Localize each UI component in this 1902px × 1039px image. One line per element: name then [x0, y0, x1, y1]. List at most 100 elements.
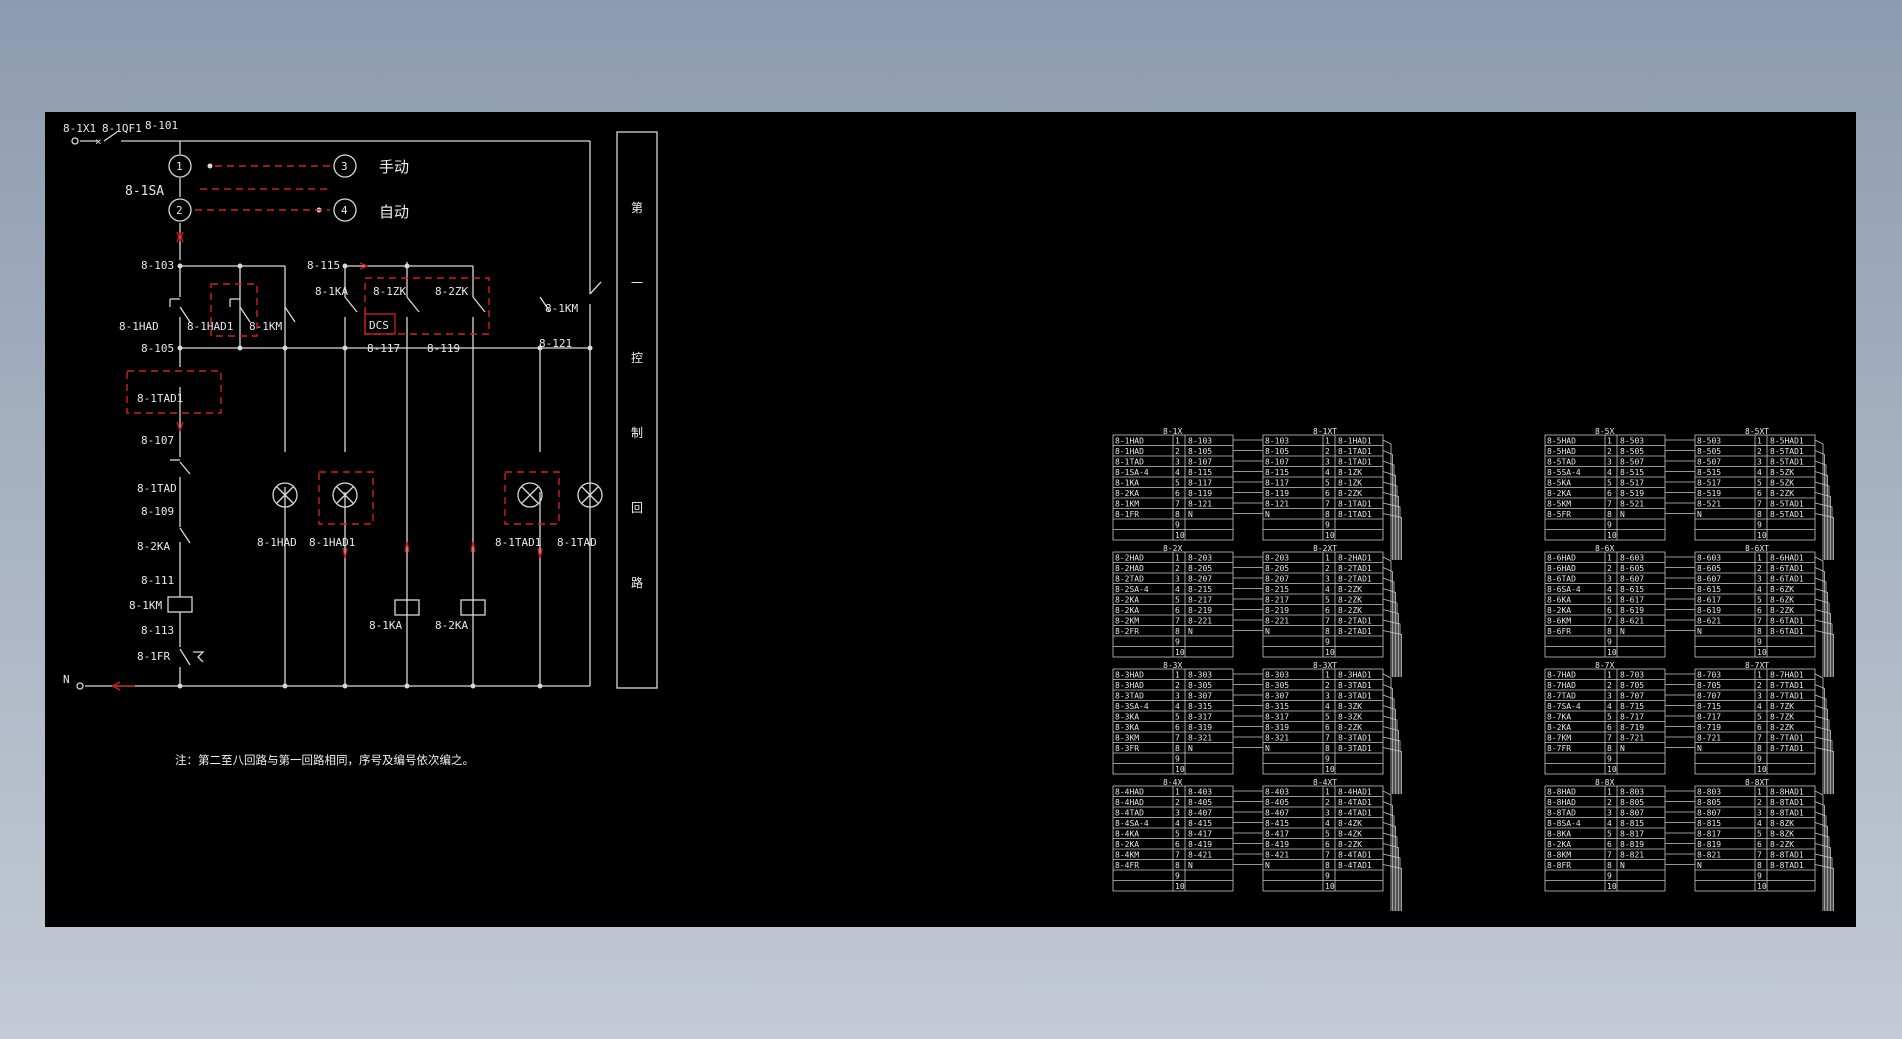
- contact-8-1km-right: 8-1KM: [545, 302, 578, 315]
- cell-wire: 8-8TAD1: [1770, 851, 1804, 860]
- contact-8-2zk: 8-2ZK: [435, 285, 468, 298]
- cell-terminal-no: 10: [1175, 648, 1185, 657]
- cell-terminal-no: 7: [1607, 617, 1612, 626]
- cell-wire: 8-515: [1620, 468, 1644, 477]
- cell-terminal-no: 3: [1607, 458, 1612, 467]
- label-8-101: 8-101: [145, 119, 178, 132]
- cell-wire: 8-621: [1620, 617, 1644, 626]
- cell-terminal-no: 7: [1325, 851, 1330, 860]
- cell-device: 8-317: [1265, 713, 1289, 722]
- cell-terminal-no: 3: [1325, 575, 1330, 584]
- cable-line: [1814, 811, 1827, 911]
- cell-wire: 8-507: [1620, 458, 1644, 467]
- cell-terminal-no: 9: [1175, 755, 1180, 764]
- cell-terminal-no: 10: [1325, 531, 1335, 540]
- cell-wire: N: [1620, 861, 1625, 870]
- cell-wire: N: [1188, 744, 1193, 753]
- cell-terminal-no: 10: [1757, 648, 1767, 657]
- cell-wire: 8-107: [1188, 458, 1212, 467]
- cable-line: [1814, 715, 1830, 794]
- cell-device: 8-2SA-4: [1115, 585, 1149, 594]
- cable-line: [1382, 747, 1402, 794]
- cell-device: 8-1FR: [1115, 510, 1139, 519]
- x-mark: ×: [95, 135, 102, 148]
- cable-line: [1382, 609, 1399, 677]
- cell-terminal-no: 10: [1325, 765, 1335, 774]
- cell-device: 8-719: [1697, 723, 1721, 732]
- cell-terminal-no: 5: [1757, 596, 1762, 605]
- cell-terminal-no: 6: [1175, 840, 1180, 849]
- cell-terminal-no: 6: [1757, 489, 1762, 498]
- cell-wire: 8-807: [1620, 809, 1644, 818]
- cell-terminal-no: 7: [1757, 500, 1762, 509]
- cell-wire: 8-715: [1620, 702, 1644, 711]
- cable-line: [1814, 790, 1824, 911]
- cable-line: [1814, 630, 1834, 677]
- wire-8-119: 8-119: [427, 342, 460, 355]
- cell-terminal-no: 8: [1325, 744, 1330, 753]
- cell-terminal-no: 2: [1757, 564, 1762, 573]
- cell-terminal-no: 10: [1757, 531, 1767, 540]
- cell-terminal-no: 2: [1175, 447, 1180, 456]
- cell-wire: 8-2ZK: [1338, 840, 1362, 849]
- cell-terminal-no: 5: [1757, 479, 1762, 488]
- cell-wire: 8-703: [1620, 671, 1644, 680]
- cell-terminal-no: 3: [1325, 809, 1330, 818]
- cell-device: 8-403: [1265, 788, 1289, 797]
- cell-terminal-no: 6: [1175, 723, 1180, 732]
- lamp-8-1had1: 8-1HAD1: [309, 536, 355, 549]
- drawing-canvas[interactable]: ×: [45, 112, 1856, 927]
- lamp-8-1tad1: 8-1TAD1: [495, 536, 541, 549]
- label-pos-2: 2: [176, 204, 183, 217]
- cell-device: 8-819: [1697, 840, 1721, 849]
- cell-terminal-no: 7: [1175, 617, 1180, 626]
- cell-wire: 8-6TAD1: [1770, 575, 1804, 584]
- cable-line: [1382, 832, 1398, 911]
- cable-line: [1814, 481, 1830, 560]
- cell-wire: 8-421: [1188, 851, 1212, 860]
- cell-terminal-no: 8: [1607, 861, 1612, 870]
- cell-device: 8-705: [1697, 681, 1721, 690]
- cell-terminal-no: 9: [1175, 638, 1180, 647]
- cell-device: 8-119: [1265, 489, 1289, 498]
- cable-line: [1382, 630, 1402, 677]
- coil-8-2ka: 8-2KA: [435, 619, 468, 632]
- cell-terminal-no: 2: [1757, 681, 1762, 690]
- cell-device: 8-7KA: [1547, 713, 1571, 722]
- cell-wire: 8-6ZK: [1770, 596, 1794, 605]
- cell-wire: 8-821: [1620, 851, 1644, 860]
- wire-8-103: 8-103: [141, 259, 174, 272]
- cell-terminal-no: 5: [1757, 830, 1762, 839]
- table-header: 8-5XT: [1745, 427, 1769, 436]
- cell-device: 8-3TAD: [1115, 692, 1144, 701]
- cell-wire: 8-4ZK: [1338, 819, 1362, 828]
- table-header: 8-4XT: [1313, 778, 1337, 787]
- cell-device: 8-5KM: [1547, 500, 1571, 509]
- cell-terminal-no: 2: [1175, 564, 1180, 573]
- cell-wire: 8-407: [1188, 809, 1212, 818]
- cell-device: 8-205: [1265, 564, 1289, 573]
- table-header: 8-2XT: [1313, 544, 1337, 553]
- cell-terminal-no: 2: [1607, 447, 1612, 456]
- cell-device: 8-6HAD: [1547, 564, 1576, 573]
- cell-device: 8-505: [1697, 447, 1721, 456]
- cell-device: 8-5TAD: [1547, 458, 1576, 467]
- cell-wire: 8-2ZK: [1770, 723, 1794, 732]
- cell-wire: 8-215: [1188, 585, 1212, 594]
- cell-terminal-no: 6: [1325, 723, 1330, 732]
- cell-terminal-no: 2: [1325, 447, 1330, 456]
- cell-wire: 8-8HAD1: [1770, 788, 1804, 797]
- cell-device: 8-7HAD: [1547, 681, 1576, 690]
- cable-line: [1814, 619, 1833, 677]
- cell-wire: 8-617: [1620, 596, 1644, 605]
- label-8-1x1: 8-1X1: [63, 122, 96, 135]
- cell-terminal-no: 7: [1607, 851, 1612, 860]
- cell-device: 8-315: [1265, 702, 1289, 711]
- cell-terminal-no: 10: [1175, 882, 1185, 891]
- cell-terminal-no: 7: [1325, 734, 1330, 743]
- cell-wire: 8-217: [1188, 596, 1212, 605]
